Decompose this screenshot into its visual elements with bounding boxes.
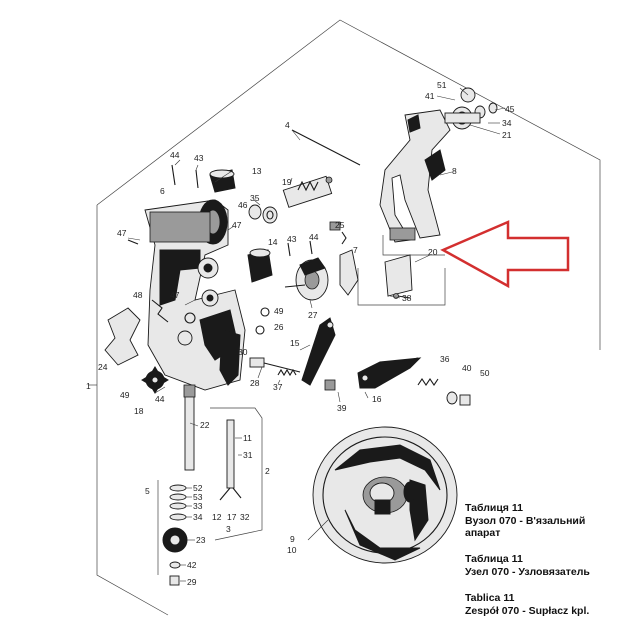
label-30: 30 <box>238 347 248 357</box>
label-39: 39 <box>337 403 347 413</box>
label-43: 43 <box>194 153 204 163</box>
label-10: 10 <box>287 545 297 555</box>
label-26: 26 <box>274 322 284 332</box>
leader-lines <box>127 87 506 582</box>
knotter-body-6 <box>144 199 246 391</box>
lever-7 <box>329 221 359 296</box>
part-24 <box>104 307 141 366</box>
shaft-11 <box>219 419 242 501</box>
pins-upper <box>127 164 313 257</box>
label-19: 19 <box>282 177 292 187</box>
red-arrow-icon <box>440 220 570 289</box>
part-16 <box>357 357 422 389</box>
label-34: 34 <box>193 512 203 522</box>
part-13 <box>209 169 236 193</box>
caption-table-pl: Tablica 11 <box>465 592 515 604</box>
washers-46-35 <box>248 204 278 224</box>
caption-russian: Таблица 11 Узел 070 - Узловязатель <box>465 553 635 578</box>
shaft-4 <box>291 129 361 166</box>
label-27: 27 <box>308 310 318 320</box>
label-31: 31 <box>243 450 253 460</box>
label-32: 32 <box>240 512 250 522</box>
small-parts <box>249 307 471 406</box>
label-47: 47 <box>232 220 242 230</box>
label-18: 18 <box>134 406 144 416</box>
parts-42-29 <box>169 561 181 586</box>
part-23 <box>162 527 188 553</box>
label-16: 16 <box>372 394 382 404</box>
caption-assembly-ua: Вузол 070 - В'язальний апарат <box>465 514 586 540</box>
label-47b: 47 <box>117 228 127 238</box>
plate-20 <box>384 254 413 299</box>
label-5: 5 <box>145 486 150 496</box>
label-20: 20 <box>428 247 438 257</box>
label-34b: 34 <box>502 118 512 128</box>
label-17: 17 <box>227 512 237 522</box>
label-49: 49 <box>274 306 284 316</box>
label-8: 8 <box>452 166 457 176</box>
lever-15 <box>301 317 336 386</box>
label-49b: 49 <box>120 390 130 400</box>
label-29: 29 <box>187 577 197 587</box>
label-44: 44 <box>170 150 180 160</box>
label-28: 28 <box>250 378 260 388</box>
label-48: 48 <box>133 290 143 300</box>
label-23: 23 <box>196 535 206 545</box>
label-37: 37 <box>273 382 283 392</box>
star-wheel-18 <box>141 366 169 394</box>
label-24: 24 <box>98 362 108 372</box>
spring-36 <box>417 378 439 386</box>
label-9: 9 <box>290 534 295 544</box>
knotter-arm-8 <box>379 87 498 243</box>
label-12: 12 <box>212 512 222 522</box>
label-13: 13 <box>252 166 262 176</box>
caption-table-ru: Таблица 11 <box>465 553 523 565</box>
caption-ukrainian: Таблиця 11 Вузол 070 - В'язальний апарат <box>465 502 635 540</box>
label-7: 7 <box>353 245 358 255</box>
label-33: 33 <box>193 501 203 511</box>
label-36: 36 <box>440 354 450 364</box>
label-43b: 43 <box>287 234 297 244</box>
label-40: 40 <box>462 363 472 373</box>
label-45: 45 <box>505 104 515 114</box>
label-11: 11 <box>243 433 252 443</box>
shaft-22 <box>183 384 196 471</box>
label-25: 25 <box>335 220 345 230</box>
label-2: 2 <box>265 466 270 476</box>
label-46: 46 <box>238 200 248 210</box>
label-50: 50 <box>480 368 490 378</box>
label-21: 21 <box>502 130 512 140</box>
label-53: 53 <box>193 492 203 502</box>
label-14: 14 <box>268 237 278 247</box>
spring-shaft-19 <box>282 175 333 208</box>
label-6: 6 <box>160 186 165 196</box>
disk-27 <box>284 257 329 301</box>
label-41: 41 <box>425 91 435 101</box>
caption-polish: Tablica 11 Zespół 070 - Supłacz kpl. <box>465 592 635 617</box>
label-3: 3 <box>226 524 231 534</box>
caption-table-ua: Таблиця 11 <box>465 502 523 514</box>
highlight-arrow <box>440 220 570 289</box>
caption-assembly-ru: Узел 070 - Узловязатель <box>465 565 590 578</box>
roller-14 <box>247 248 273 283</box>
part-labels: 51 41 45 34 21 4 8 44 43 13 19 6 35 46 4… <box>86 80 515 587</box>
label-44b: 44 <box>309 232 319 242</box>
label-52: 52 <box>193 483 203 493</box>
label-38: 38 <box>402 293 412 303</box>
label-51: 51 <box>437 80 447 90</box>
label-35: 35 <box>250 193 260 203</box>
label-22: 22 <box>200 420 210 430</box>
label-15: 15 <box>290 338 300 348</box>
gear-disk-9 <box>312 426 458 564</box>
washer-stack <box>169 484 187 521</box>
label-42: 42 <box>187 560 197 570</box>
caption-assembly-pl: Zespół 070 - Supłacz kpl. <box>465 604 590 617</box>
label-44c: 44 <box>155 394 165 404</box>
part-48 <box>151 299 169 323</box>
label-1: 1 <box>86 381 91 391</box>
label-47c: 47 <box>170 290 180 300</box>
label-4: 4 <box>285 120 290 130</box>
